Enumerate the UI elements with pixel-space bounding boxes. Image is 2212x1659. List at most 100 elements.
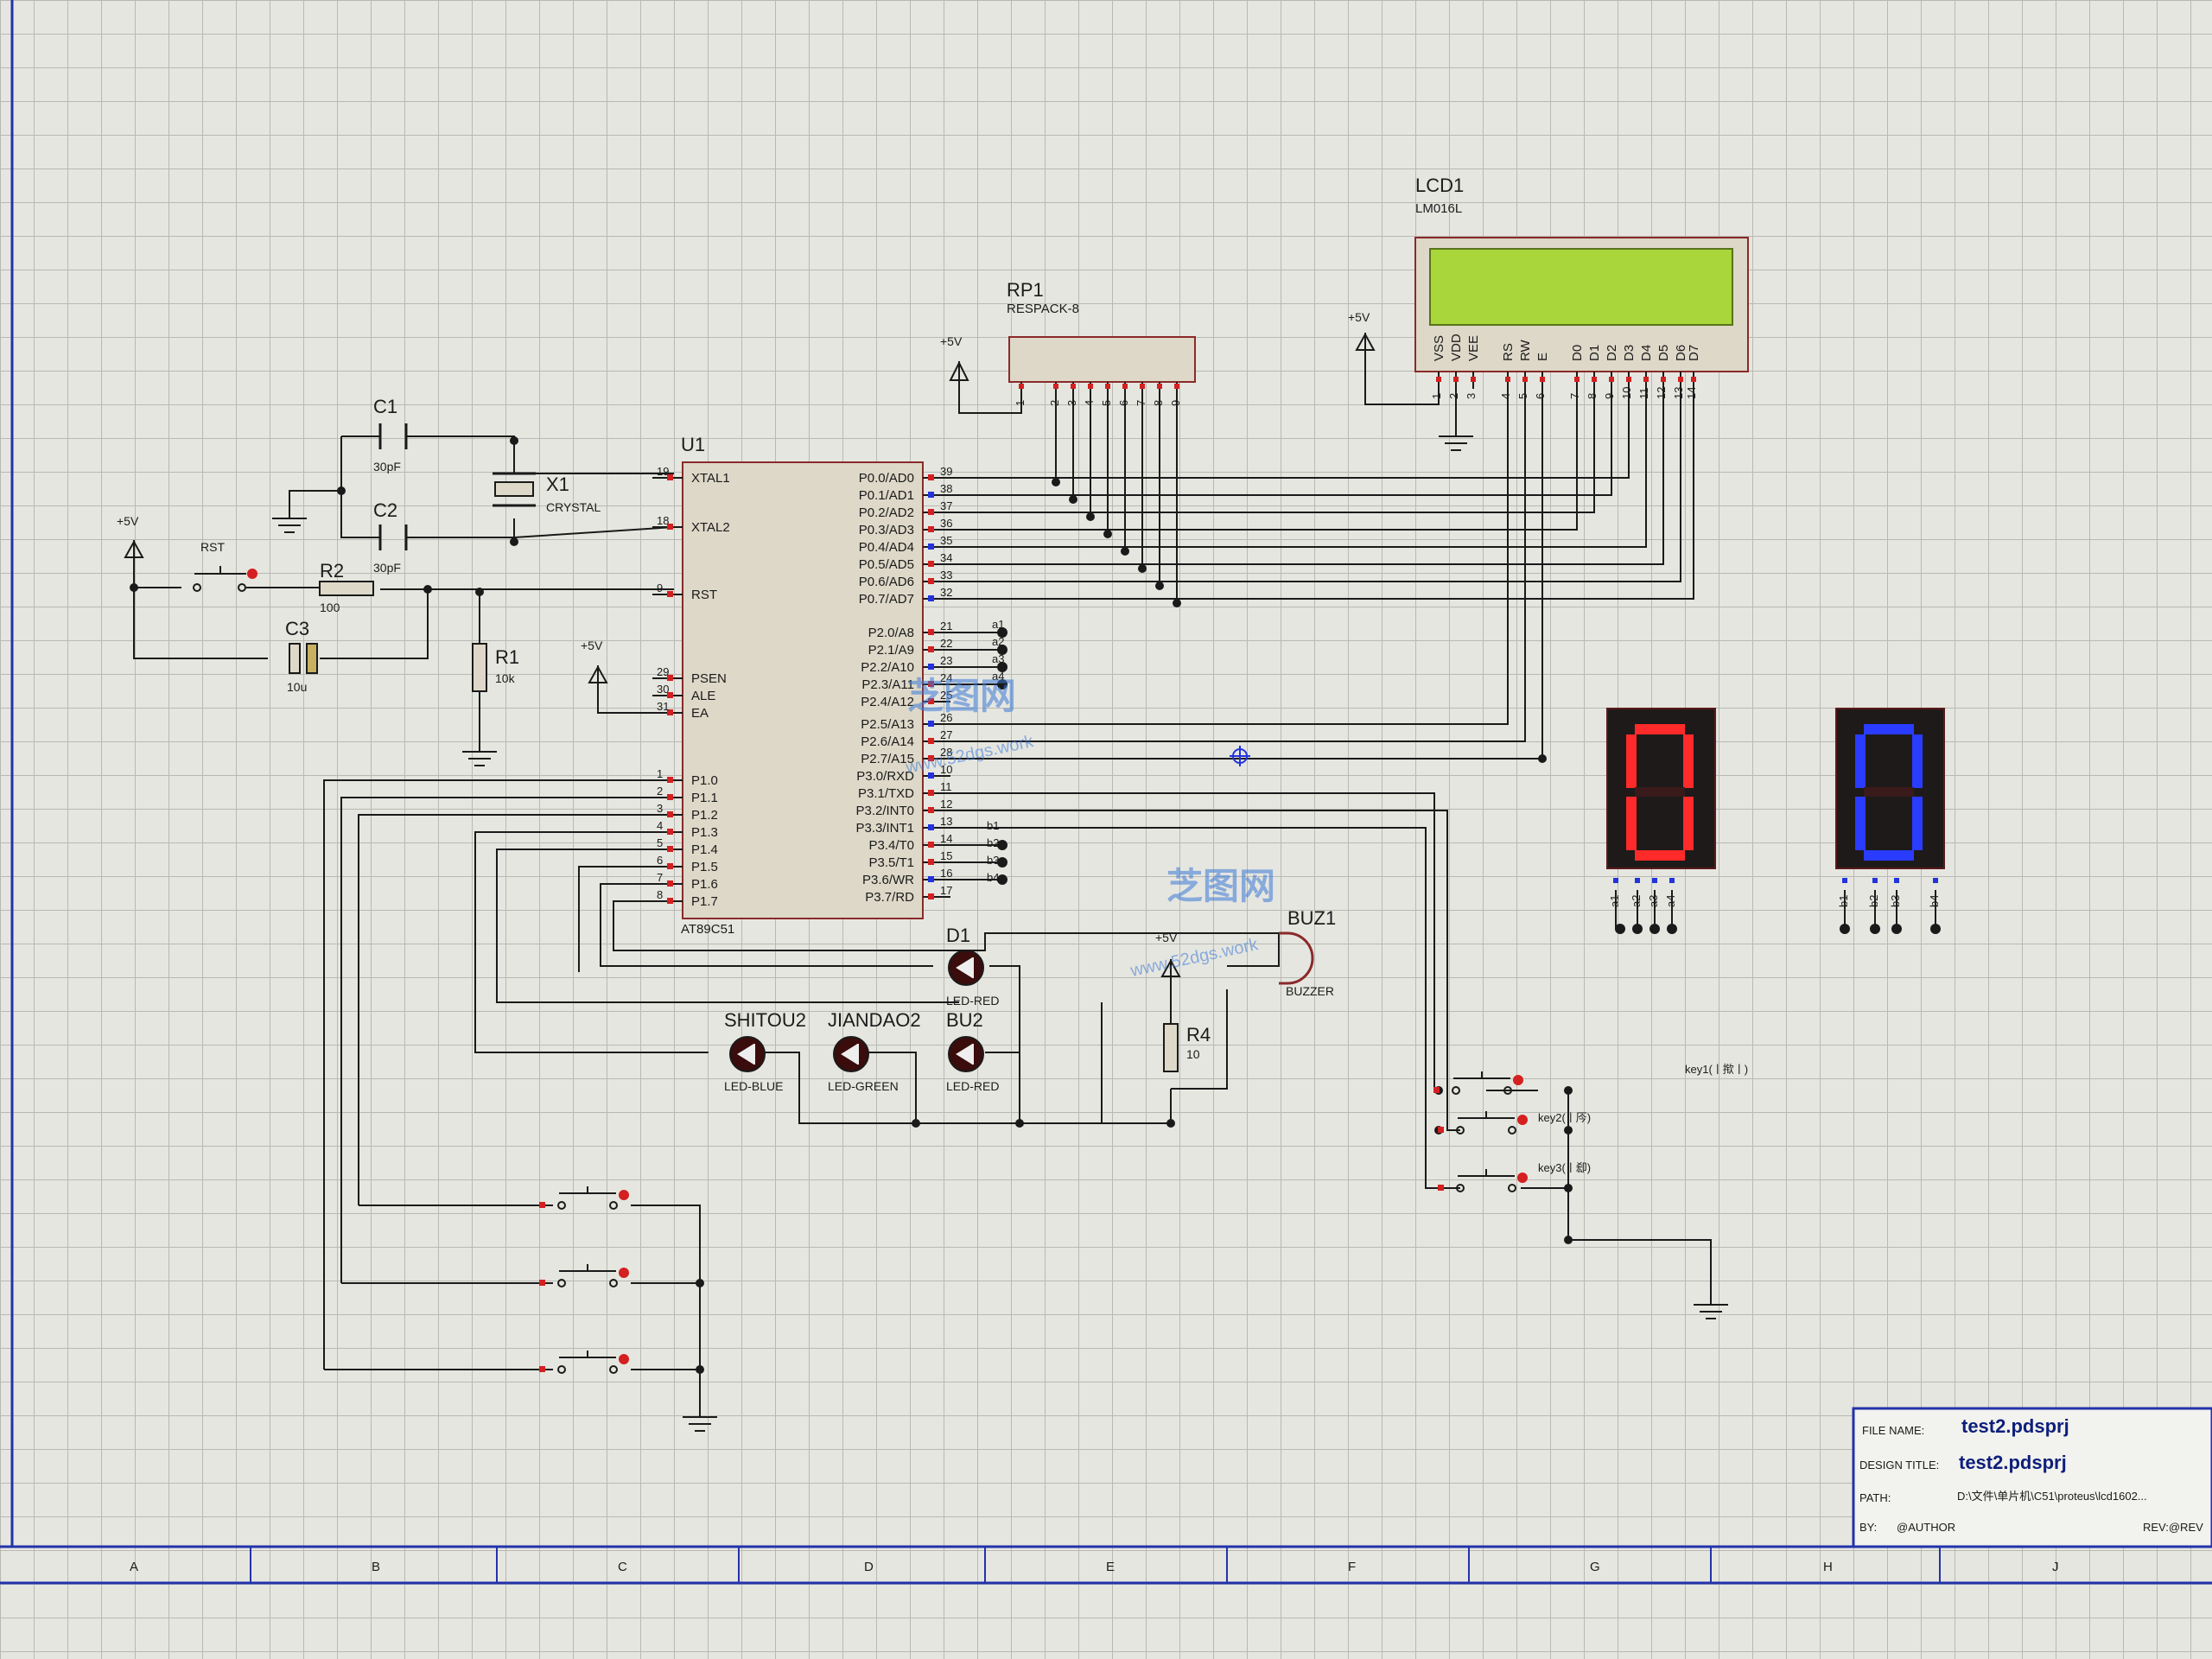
mcu-pin-num: 34 — [940, 551, 952, 564]
pin-marker — [928, 755, 934, 761]
pin-marker — [928, 790, 934, 796]
crystal-x1[interactable]: X1 CRYSTAL — [493, 472, 601, 514]
button-indicator — [619, 1190, 629, 1200]
border-column-label: F — [1348, 1560, 1356, 1574]
pin-marker — [1540, 377, 1545, 382]
mcu-pin-label: P2.4/A12 — [861, 695, 914, 709]
power-symbol-lcd: +5V — [1348, 310, 1376, 351]
pin-marker — [928, 824, 934, 830]
pin-marker — [1071, 384, 1076, 389]
seven-segment-red[interactable]: 0a1a2a3a4 — [1606, 708, 1716, 907]
push-button[interactable] — [1438, 1169, 1528, 1192]
pin-marker — [928, 509, 934, 515]
rp-pin-num: 4 — [1083, 400, 1096, 406]
pin-marker — [1613, 878, 1618, 883]
mcu-pin-label: XTAL2 — [691, 520, 730, 535]
border-column-label: C — [618, 1560, 627, 1574]
microcontroller-u1[interactable]: U1 AT89C51 XTAL119XTAL218RST9PSEN29ALE30… — [652, 434, 952, 937]
mcu-pin-label: P1.2 — [691, 808, 718, 823]
svg-text:C2: C2 — [373, 499, 397, 521]
svg-text:BUZ1: BUZ1 — [1287, 907, 1336, 929]
pin-marker — [667, 474, 673, 480]
mcu-pin-label: P2.7/A15 — [861, 752, 914, 766]
push-button[interactable] — [539, 1264, 629, 1287]
seg-pin-label: a4 — [1664, 895, 1677, 907]
lcd-display[interactable]: LCD1 LM016L VSS1VDD2VEE3RS4RW5E6D07D18D2… — [1414, 175, 1749, 399]
key1-label: key1(ㅣ揿ㅣ) — [1685, 1063, 1748, 1076]
key3-label: key3(ㅣ㕁) — [1538, 1161, 1591, 1174]
reset-button[interactable]: RST — [193, 540, 257, 592]
crosshair-cursor-icon — [1230, 746, 1250, 766]
lcd-pin-label: D1 — [1587, 345, 1602, 361]
pin-marker — [1438, 1185, 1444, 1191]
mcu-pin-num: 26 — [940, 711, 952, 724]
svg-text:+5V: +5V — [940, 334, 963, 348]
pin-marker — [928, 893, 934, 899]
push-button[interactable] — [1433, 1071, 1523, 1095]
svg-text:X1: X1 — [546, 474, 569, 495]
svg-text:+5V: +5V — [1155, 931, 1178, 944]
lcd-pin-label: RS — [1501, 343, 1516, 361]
push-button[interactable] — [1438, 1111, 1528, 1135]
pin-marker — [1505, 377, 1510, 382]
mcu-pin-label: P0.2/AD2 — [859, 505, 914, 520]
svg-text:SHITOU2: SHITOU2 — [724, 1009, 806, 1031]
led-jiandao2[interactable]: JIANDAO2 LED-GREEN — [828, 1009, 921, 1093]
lcd-model: LM016L — [1415, 201, 1462, 216]
svg-text:10u: 10u — [287, 680, 307, 694]
lcd-pin-num: 13 — [1672, 387, 1685, 399]
push-button[interactable] — [539, 1186, 629, 1210]
buzzer[interactable]: BUZ1 BUZZER — [1279, 907, 1336, 998]
mcu-pin-label: P2.0/A8 — [868, 626, 914, 640]
led-d1[interactable]: D1 LED-RED — [946, 925, 999, 1007]
pin-marker — [1626, 377, 1631, 382]
pin-marker — [667, 777, 673, 783]
pin-marker — [667, 692, 673, 698]
rp-pin-num: 5 — [1100, 400, 1113, 406]
resistor-r4[interactable]: R4 10 — [1163, 1023, 1211, 1072]
capacitor-c3[interactable]: C3 10u — [285, 618, 318, 694]
mcu-pin-num: 37 — [940, 499, 952, 512]
rp-pin-num: 9 — [1169, 400, 1182, 406]
pin-marker — [1609, 377, 1614, 382]
pin-marker — [928, 772, 934, 779]
mcu-pin-num: 10 — [940, 763, 952, 776]
capacitor-c2[interactable]: C2 30pF — [373, 499, 408, 575]
segment-e — [1626, 797, 1637, 850]
pin-marker — [1019, 384, 1024, 389]
push-button[interactable] — [539, 1351, 629, 1374]
svg-text:30pF: 30pF — [373, 561, 401, 575]
seven-segment-blue[interactable]: 0b1b2b3b4 — [1835, 708, 1945, 907]
mcu-pin-num: 12 — [940, 798, 952, 810]
seg-pin-label: b3 — [1889, 895, 1902, 907]
segment-f — [1855, 734, 1866, 788]
mcu-pin-label: P0.1/AD1 — [859, 488, 914, 503]
resistor-r1[interactable]: R1 10k — [472, 643, 519, 692]
svg-text:AT89C51: AT89C51 — [681, 922, 734, 937]
rp-pin-num: 6 — [1117, 400, 1130, 406]
pin-marker — [928, 738, 934, 744]
svg-text:D1: D1 — [946, 925, 970, 946]
bus-label: a1 — [992, 618, 1004, 631]
led-shitou2[interactable]: SHITOU2 LED-BLUE — [724, 1009, 806, 1093]
button-indicator — [1517, 1115, 1528, 1125]
mcu-pin-label: P1.7 — [691, 894, 718, 909]
capacitor-c1[interactable]: C1 30pF — [373, 396, 408, 474]
pin-marker — [1157, 384, 1162, 389]
led-bu2[interactable]: BU2 LED-RED — [946, 1009, 999, 1093]
pin-marker — [928, 474, 934, 480]
resistor-r2[interactable]: R2 100 — [319, 560, 374, 614]
lcd-pin-num: 5 — [1516, 393, 1529, 399]
mcu-pin-label: P0.4/AD4 — [859, 540, 914, 555]
pin-marker — [928, 876, 934, 882]
lcd-pin-label: E — [1535, 353, 1550, 361]
segment-b — [1912, 734, 1923, 788]
pin-marker — [928, 664, 934, 670]
rp-pin-num: 1 — [1014, 400, 1027, 406]
lcd-pin-label: VDD — [1449, 334, 1464, 361]
